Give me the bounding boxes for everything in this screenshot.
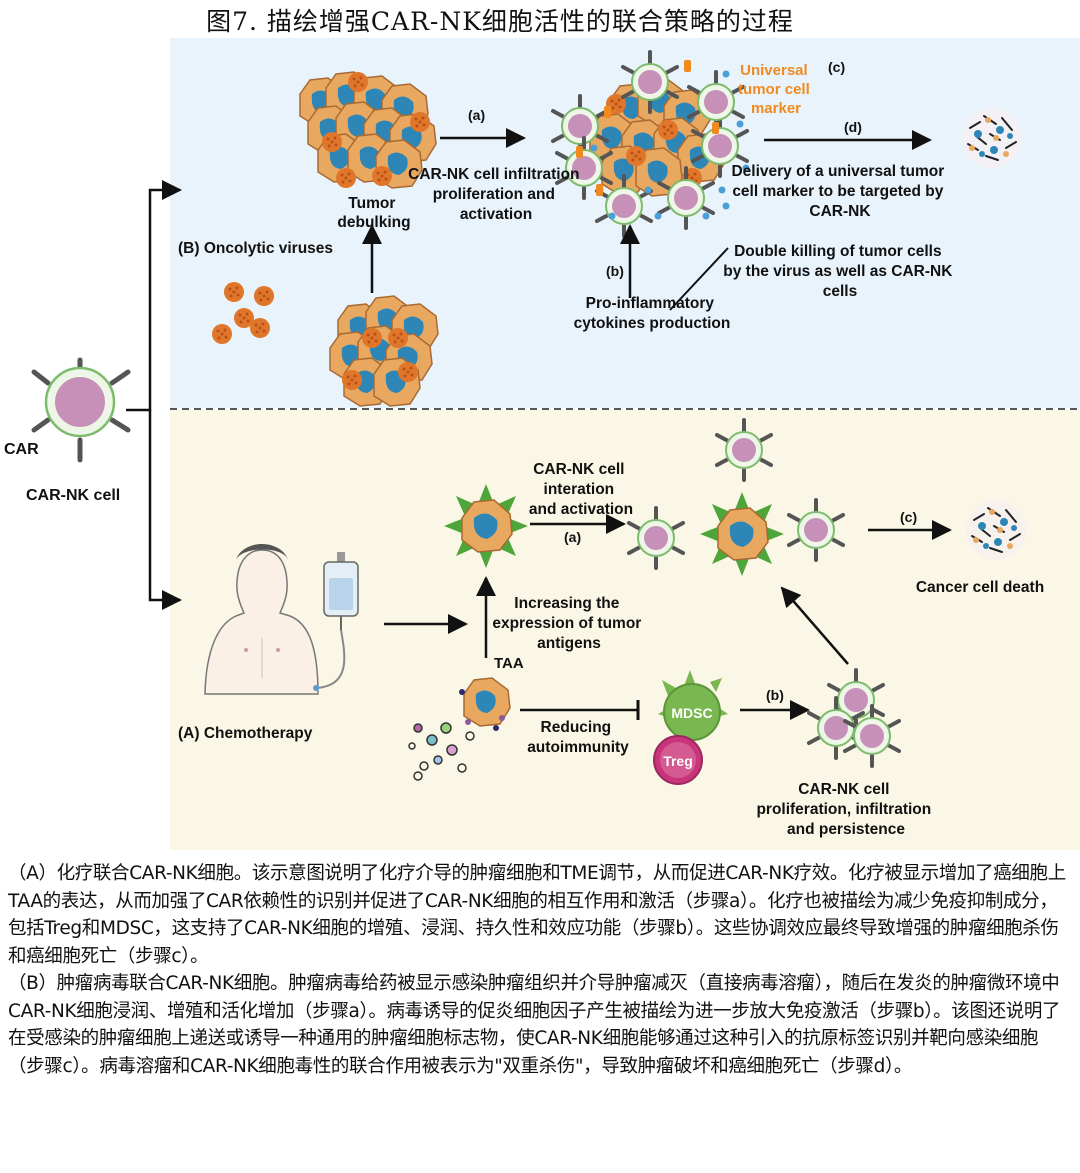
car-label: CAR [4, 441, 39, 458]
step-b-label-bottom: (b) [766, 687, 784, 703]
tumor-debulking-label: Tumor debulking [337, 195, 410, 231]
double-killing-label: Double killing of tumor cells by the vir… [723, 243, 956, 300]
step-c-label-bottom: (c) [900, 509, 917, 525]
tumor-cell-spiky [443, 483, 529, 569]
cell-debris-top [961, 107, 1023, 169]
caption-paragraph-a: （A）化疗联合CAR-NK细胞。该示意图说明了化疗介导的肿瘤细胞和TME调节，从… [8, 863, 1066, 967]
branch-arrow-top [126, 180, 182, 412]
svg-text:Treg: Treg [663, 753, 693, 769]
tumor-cell-taa [459, 677, 511, 731]
step-b-label-top: (b) [606, 263, 624, 279]
patient-figure [204, 544, 319, 695]
drug-particles [408, 722, 475, 781]
step-c-label-top: (c) [828, 59, 845, 75]
mdsc-cell: MDSC [658, 670, 728, 750]
cancer-cell-death-label: Cancer cell death [916, 579, 1044, 596]
step-a-label-top: (a) [468, 107, 485, 123]
treg-cell: Treg [653, 735, 703, 785]
infiltration-label: CAR-NK cell infiltration proliferation a… [408, 166, 584, 223]
step-d-label: (d) [844, 119, 862, 135]
combination-strategy-diagram: CAR CAR-NK cell Tumor debulking (B) Onco… [4, 38, 1080, 850]
oncolytic-viruses-label: (B) Oncolytic viruses [178, 240, 333, 257]
double-killing-pointer [669, 247, 729, 311]
increasing-antigens-label: Increasing the expression of tumor antig… [492, 595, 645, 652]
chemotherapy-label: (A) Chemotherapy [178, 725, 313, 742]
infiltration-cluster [551, 50, 750, 238]
car-nk-cell-large [31, 357, 131, 463]
interaction-label: CAR-NK cell interation and activation [529, 461, 633, 518]
figure-title: 图7. 描绘增强CAR-NK细胞活性的联合策略的过程 [206, 7, 794, 36]
cell-debris-bottom [965, 499, 1027, 561]
iv-bag-icon [313, 552, 359, 691]
step-a-label-bottom: (a) [564, 529, 581, 545]
arrow-up-to-engagement [780, 586, 849, 665]
figure-caption: （A）化疗联合CAR-NK细胞。该示意图说明了化疗介导的肿瘤细胞和TME调节，从… [8, 860, 1074, 1080]
chemotherapy-panel [170, 410, 1080, 850]
delivery-label: Delivery of a universal tumor cell marke… [731, 163, 948, 220]
taa-label: TAA [494, 655, 524, 672]
cytokines-label: Pro-inflammatory cytokines production [574, 295, 731, 332]
reducing-autoimmunity-label: Reducing autoimmunity [527, 719, 629, 756]
svg-text:MDSC: MDSC [671, 705, 712, 721]
universal-marker-label: Universal tumor cell marker [738, 62, 814, 117]
proliferation-label: CAR-NK cell proliferation, infiltration … [756, 781, 935, 838]
caption-paragraph-b: （B）肿瘤病毒联合CAR-NK细胞。肿瘤病毒给药被显示感染肿瘤组织并介导肿瘤减灭… [8, 973, 1061, 1077]
car-nk-cell-label: CAR-NK cell [26, 487, 120, 504]
branch-arrow-bottom [148, 410, 182, 610]
